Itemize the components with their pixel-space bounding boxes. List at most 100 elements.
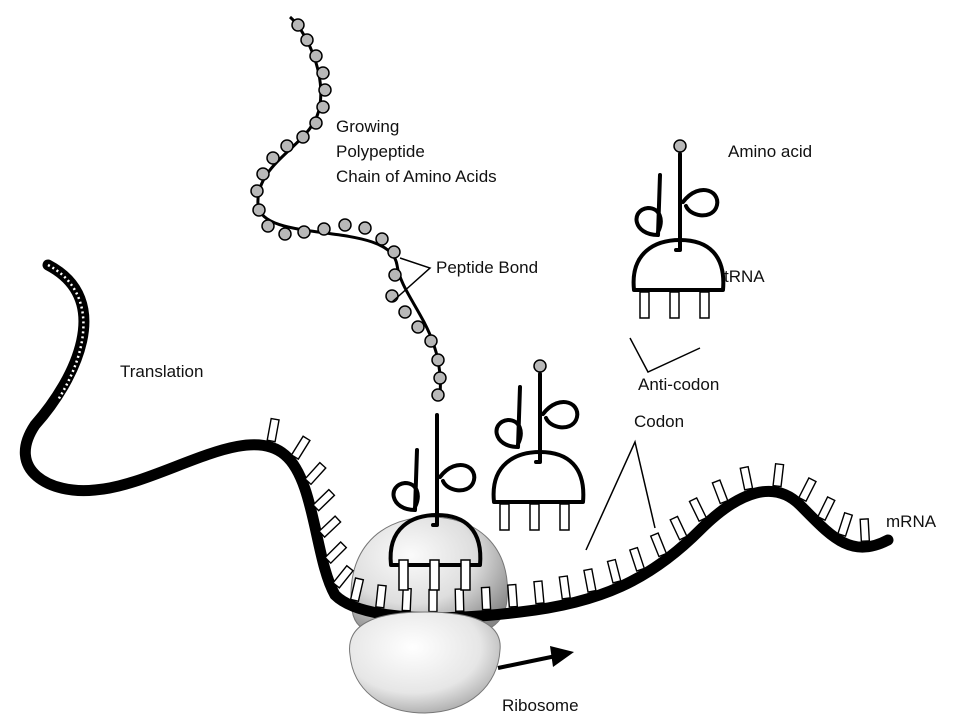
amino-acid-bead [411, 320, 425, 334]
trna-incoming [491, 359, 586, 531]
amino-acid-bead [431, 388, 445, 402]
amino-acid-bead [424, 334, 438, 348]
amino-acid-bead [256, 167, 270, 181]
mrna-base [816, 495, 836, 522]
trna-free [631, 139, 726, 319]
anticodon-pointer [629, 337, 701, 373]
translation-label: Translation [120, 362, 204, 381]
anticodon-peg [559, 503, 570, 531]
codon-pointer [585, 439, 656, 551]
anticodon-label: Anti-codon [638, 375, 720, 394]
trna-left-loop [494, 385, 523, 449]
peptide-bond-pointer [391, 257, 432, 303]
amino-acid-bead [375, 232, 389, 246]
ribosome-small-subunit [349, 611, 501, 714]
anticodon-peg [669, 291, 680, 319]
mrna-base [332, 564, 355, 589]
mrna-base [606, 558, 622, 584]
mrna-base [837, 511, 854, 538]
bound-anticodon-pegs [398, 559, 471, 591]
amino-acid-bead [316, 100, 330, 114]
amino-acid-bead [316, 66, 330, 80]
mrna-dotted-end [47, 263, 85, 401]
amino-acid-bead [266, 151, 280, 165]
mrna-base [649, 532, 668, 558]
trna-label: tRNA [724, 267, 765, 286]
mrna-base [772, 462, 785, 488]
mrna-base [711, 479, 729, 505]
mrna-strand [19, 259, 894, 624]
ribosome-label: Ribosome [502, 696, 579, 715]
trna-bound-to-ribosome [388, 413, 483, 567]
amino-acid-bead [338, 218, 352, 232]
mrna-base [628, 546, 646, 572]
polypeptide-label-line3: Chain of Amino Acids [336, 167, 497, 186]
trna-stem [674, 152, 682, 252]
amino-acid-bead [358, 221, 372, 235]
anticodon-peg [699, 291, 710, 319]
mrna-base [312, 488, 336, 512]
mrna-backbone [19, 259, 894, 624]
mrna-base [324, 540, 348, 565]
amino-acid-bead [291, 18, 305, 32]
mrna-bases [266, 417, 871, 613]
trna-right-loop [541, 400, 580, 430]
trna-stem [431, 413, 439, 527]
mrna-base [583, 568, 597, 593]
amino-acid-bead [385, 289, 399, 303]
mrna-label: mRNA [886, 512, 937, 531]
polypeptide-chain [250, 15, 447, 402]
trna-body [491, 450, 586, 504]
amino-acid-bead [296, 130, 310, 144]
mrna-base [318, 515, 342, 539]
amino-acid-bead [252, 203, 266, 217]
mrna-base [859, 518, 871, 543]
peptide-bond-label: Peptide Bond [436, 258, 539, 277]
amino-acid-bead [433, 371, 447, 385]
amino-acid-beads [250, 18, 447, 402]
amino-acid-bead [533, 359, 547, 373]
anticodon-peg [529, 503, 540, 531]
amino-acid-label: Amino acid [728, 142, 813, 161]
mrna-base [428, 588, 438, 613]
mrna-base [558, 575, 571, 600]
mrna-base [533, 580, 545, 605]
anticodon-peg [639, 291, 650, 319]
polypeptide-label-line2: Polypeptide [336, 142, 425, 161]
anticodon-peg [499, 503, 510, 531]
trna-right-loop [681, 188, 720, 218]
mrna-base [266, 417, 280, 443]
mrna-base [349, 577, 365, 603]
amino-acid-bead [250, 184, 264, 198]
mrna-base [739, 465, 754, 491]
mrna-base [669, 515, 688, 541]
mrna-base [797, 477, 817, 503]
amino-acid-bead [300, 33, 314, 47]
trna-stem [534, 372, 542, 464]
trna-body [388, 513, 483, 567]
amino-acid-bead [309, 116, 323, 130]
trna-left-loop [391, 448, 420, 512]
mrna-base [507, 583, 519, 608]
amino-acid-bead [297, 225, 311, 239]
amino-acid-bead [398, 305, 412, 319]
ribosome-direction-arrow [497, 646, 574, 670]
mrna-base [375, 584, 387, 609]
mrna-base [304, 461, 327, 486]
mrna-base [454, 588, 465, 612]
codon-label: Codon [634, 412, 685, 431]
amino-acid-bead [388, 268, 402, 282]
mrna-base [401, 587, 412, 612]
amino-acid-bead [261, 219, 275, 233]
amino-acid-bead [309, 49, 323, 63]
amino-acid-bead [387, 245, 401, 259]
trna-left-loop [634, 173, 663, 237]
amino-acid-bead [673, 139, 687, 153]
mrna-base [480, 586, 492, 611]
amino-acid-bead [278, 227, 292, 241]
amino-acid-bead [317, 222, 331, 236]
amino-acid-bead [318, 83, 332, 97]
trna-body [631, 238, 726, 292]
amino-acid-bead [280, 139, 294, 153]
